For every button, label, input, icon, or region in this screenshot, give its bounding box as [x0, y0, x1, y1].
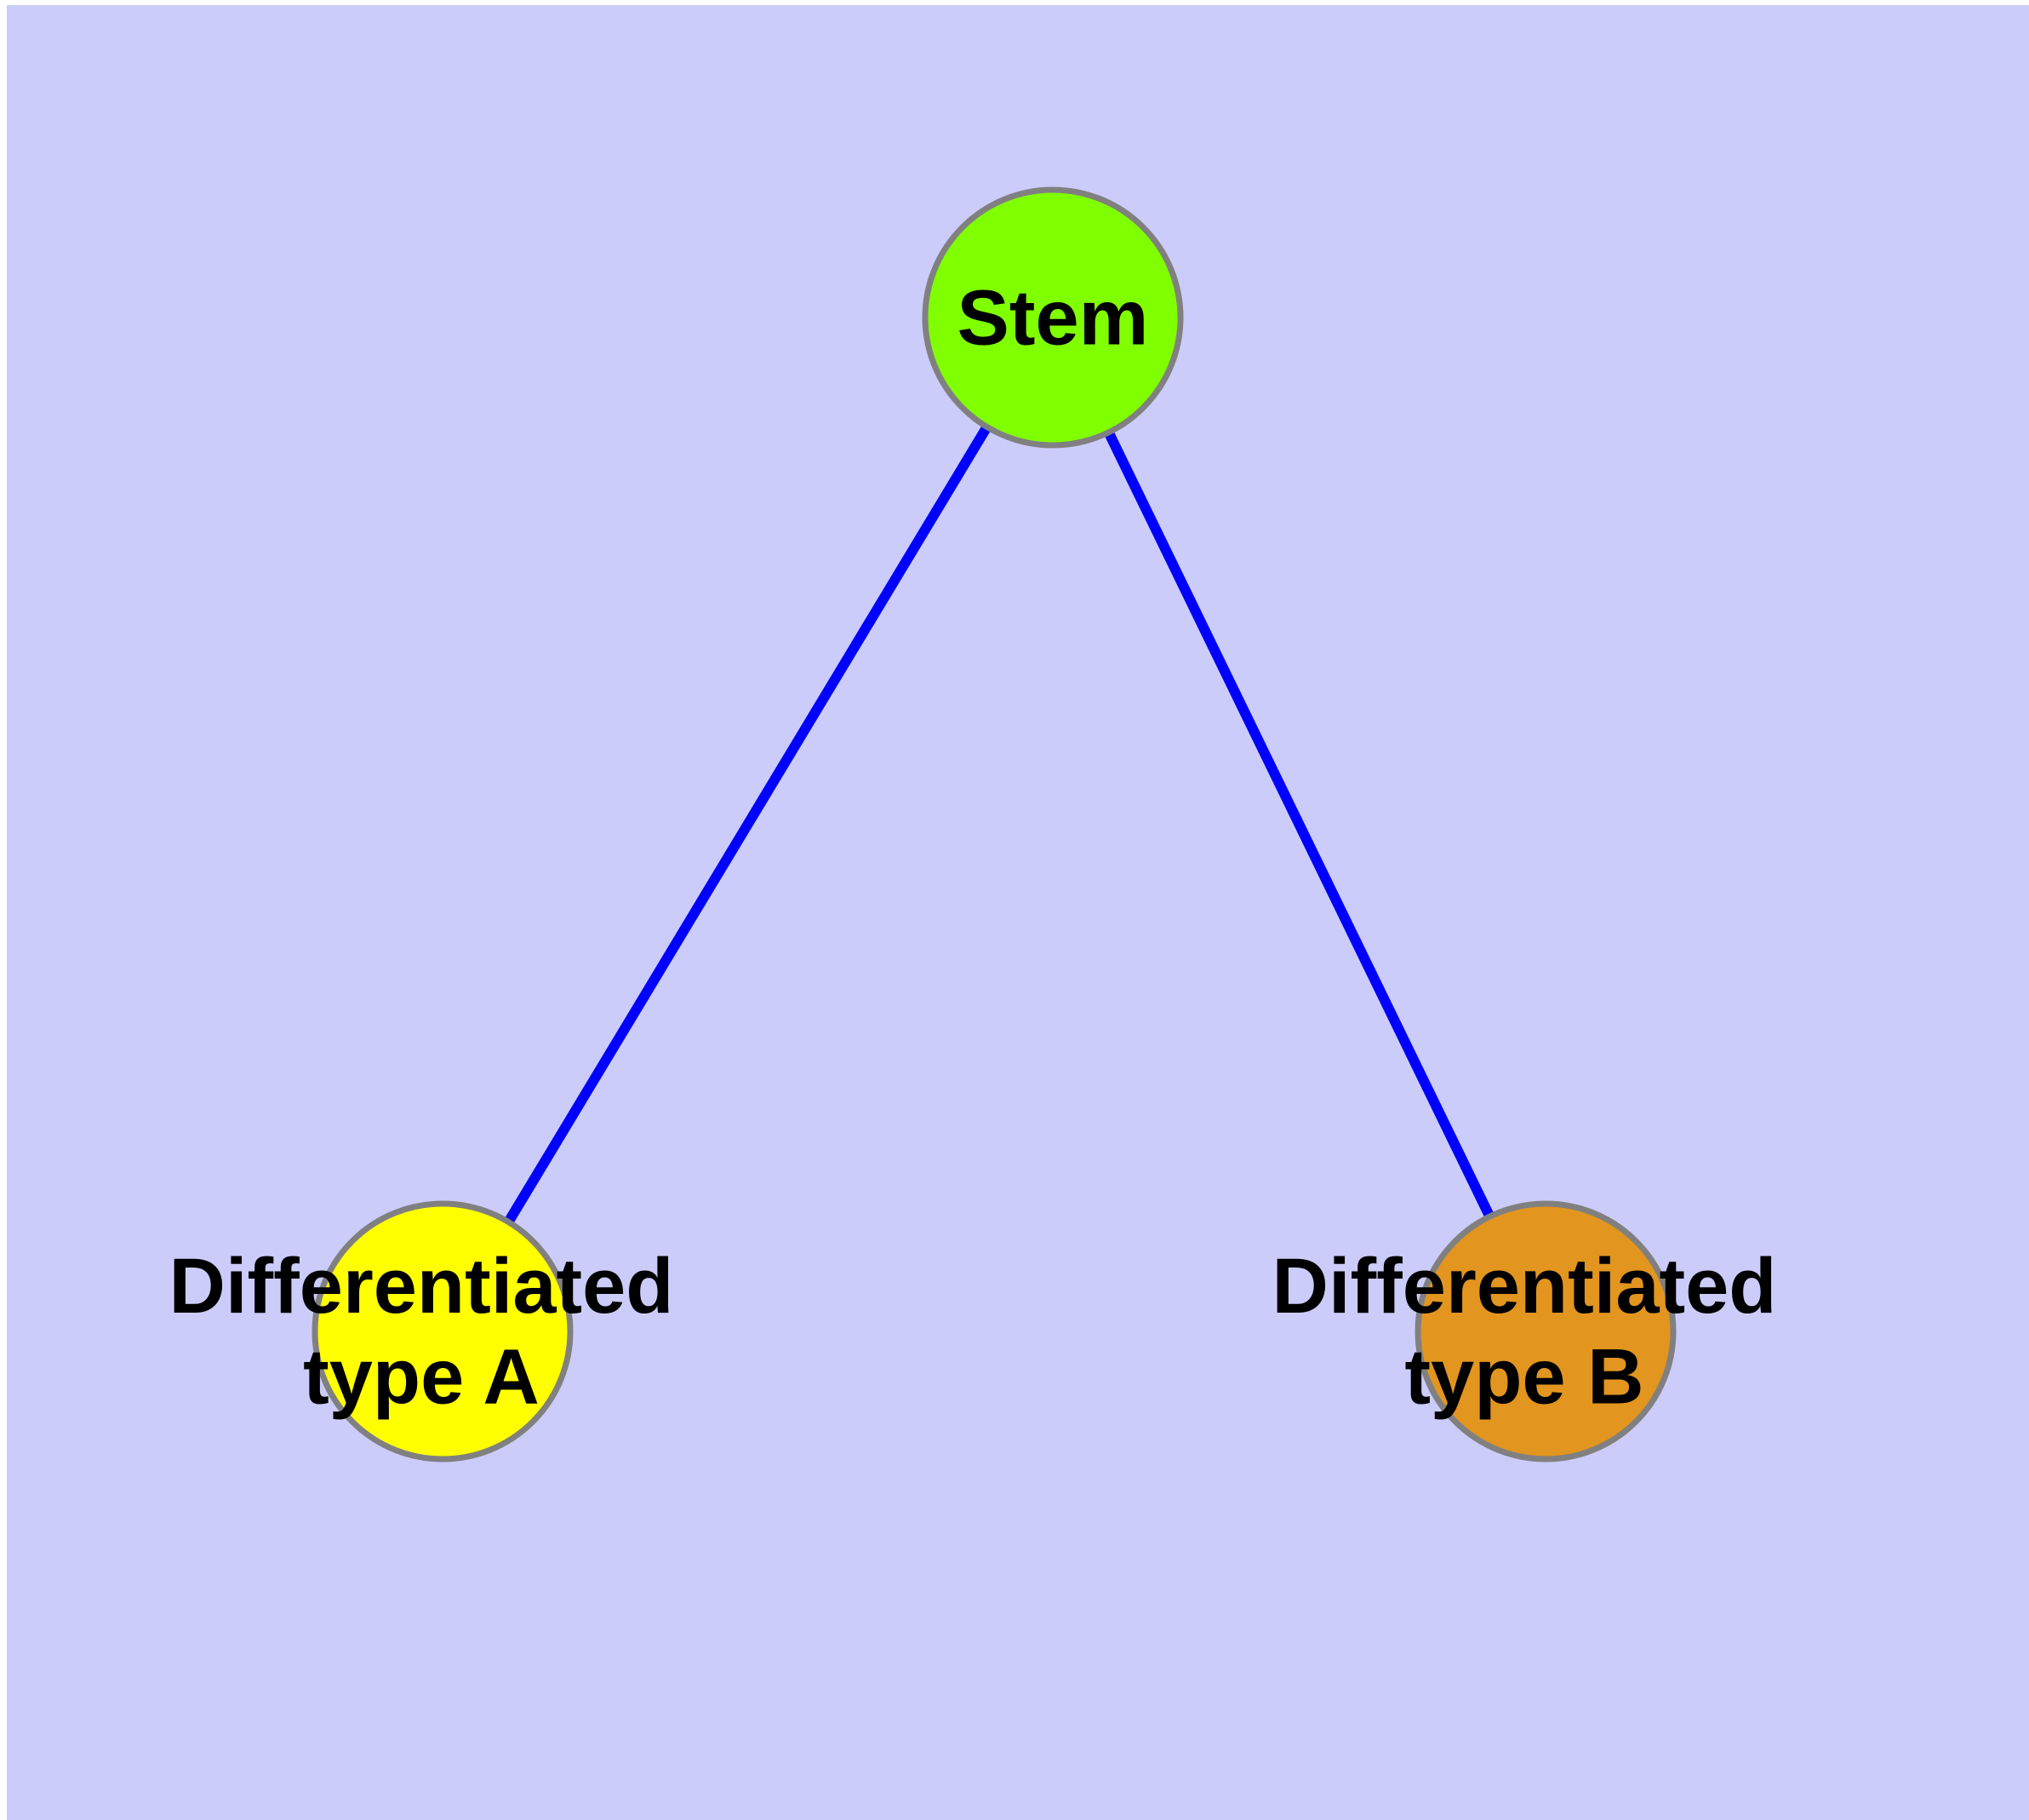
graph-node-label-line: type B — [1404, 1334, 1643, 1421]
graph-node-diff-b[interactable] — [1415, 1200, 1677, 1462]
edges-layer — [437, 314, 1551, 1335]
graph-node-label-line: Stem — [957, 274, 1149, 361]
graph-node-label-line: Differentiated — [169, 1243, 674, 1330]
graph-node-stem[interactable] — [922, 186, 1184, 449]
graph-node-diff-a[interactable] — [311, 1200, 574, 1462]
graph-edge-stem-to-diff-a[interactable] — [437, 314, 1058, 1335]
nodes-layer — [311, 186, 1677, 1462]
graph-node-label-line: type A — [303, 1334, 540, 1421]
graph-edge-stem-to-diff-b[interactable] — [1048, 315, 1551, 1334]
graph-node-label-stem: Stem — [957, 274, 1149, 361]
graph-node-label-line: Differentiated — [1272, 1243, 1777, 1330]
